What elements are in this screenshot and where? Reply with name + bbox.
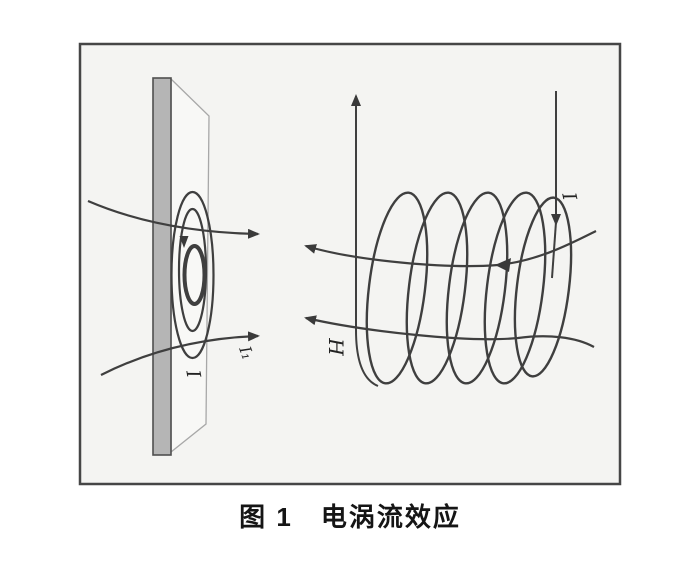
flux-mid-arrow: [495, 258, 511, 272]
eddy-direction-arrow: [179, 236, 189, 248]
coil-turn: [483, 191, 547, 385]
coil-lead-left: [351, 94, 379, 387]
label-magnetic-field: H: [324, 337, 348, 356]
eddy-current-ring-outer: [170, 190, 215, 360]
coil: [365, 191, 573, 385]
coil-turn: [513, 196, 573, 378]
eddy-current-ring-inner: [182, 244, 207, 306]
coil-turn: [405, 191, 469, 385]
figure-caption: 图 1 电涡流效应: [239, 502, 461, 532]
metal-plate-edge: [152, 77, 172, 456]
flux-line-plate-lower: [100, 331, 260, 376]
flux-line-coil-lower: [304, 315, 595, 348]
flux-line-plate-upper: [87, 199, 260, 239]
flux-line-coil-upper: [304, 230, 597, 268]
label-eddy-current: I₁: [235, 343, 258, 362]
coil-turn: [445, 191, 509, 385]
coil-turn: [365, 191, 429, 385]
